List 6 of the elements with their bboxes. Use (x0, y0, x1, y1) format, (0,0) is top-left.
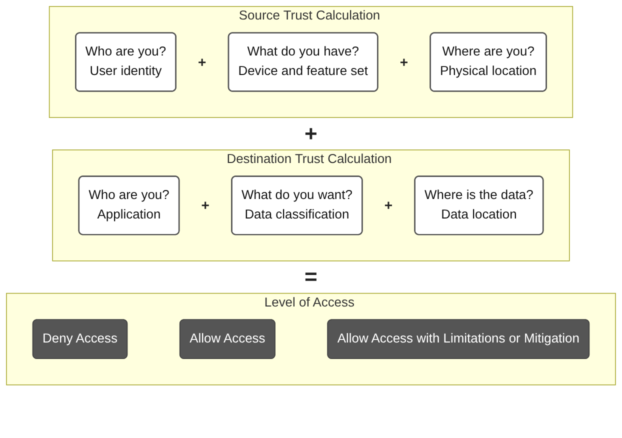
operator-sign: = (304, 266, 318, 288)
operator-sign: + (304, 122, 318, 145)
operator-sign: + (400, 54, 408, 69)
operator-sign: + (198, 54, 206, 69)
operator-sign: + (201, 198, 210, 212)
operator-sign: + (384, 198, 393, 212)
